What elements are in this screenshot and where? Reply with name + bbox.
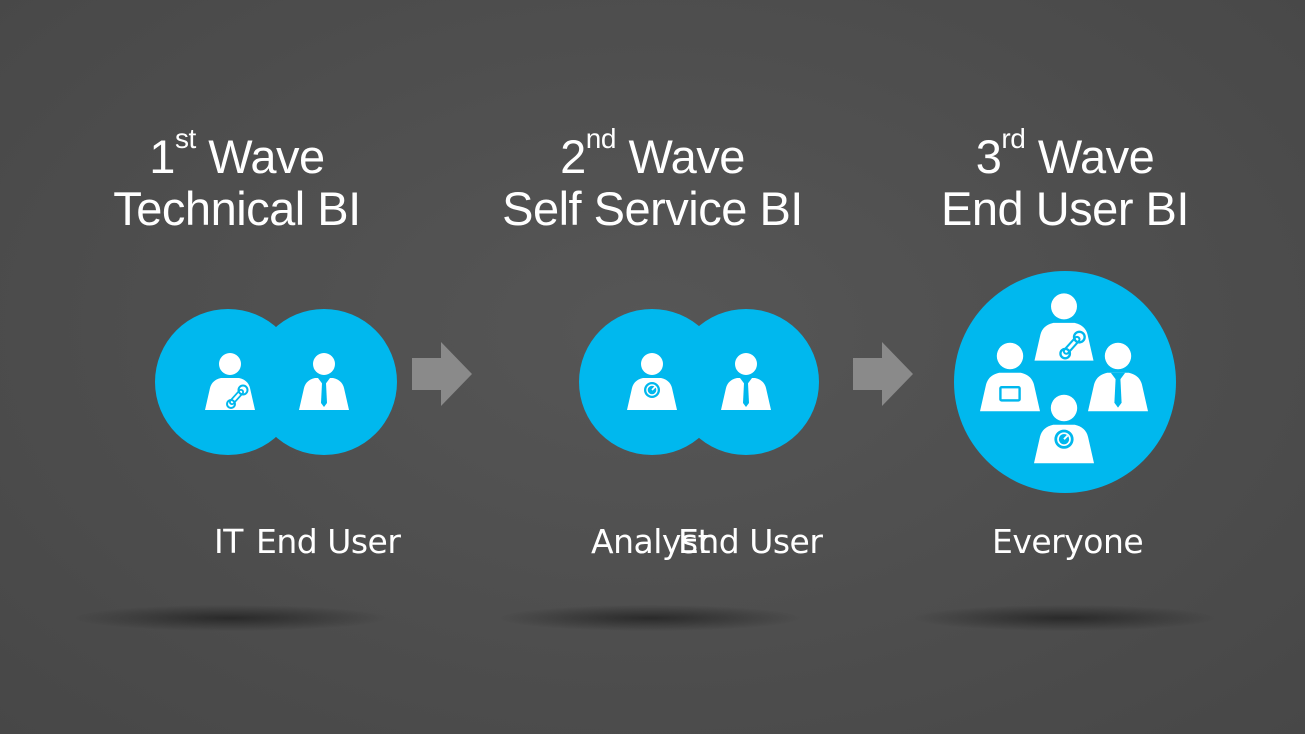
arrow-right-icon	[412, 342, 472, 406]
wave-2-subtitle: Self Service BI	[502, 182, 803, 235]
wave-3-group	[954, 271, 1176, 493]
wave-3-suffix: rd	[1001, 123, 1026, 154]
arrow-right-icon	[853, 342, 913, 406]
wave-1-venn	[155, 309, 397, 455]
wave-3-number: 3	[975, 130, 1002, 183]
wave-1-role-end-user: End User	[256, 522, 401, 561]
wave-2-number: 2	[560, 130, 586, 183]
wave-2-role-analyst: Analyst	[591, 522, 711, 561]
wave-2-title: 2nd Wave Self Service BI	[495, 125, 810, 235]
wave-3-circle	[954, 271, 1176, 493]
wave-1-role-it: IT	[214, 522, 243, 561]
wave-3-shadow	[915, 605, 1215, 631]
wave-3-role-everyone: Everyone	[992, 522, 1144, 561]
wave-3-subtitle: End User BI	[941, 182, 1189, 235]
wave-2-word: Wave	[628, 130, 745, 183]
wave-1-shadow	[75, 605, 385, 631]
wave-2-venn	[579, 309, 819, 455]
wave-3-title: 3rd Wave End User BI	[935, 125, 1195, 235]
wave-3-word: Wave	[1037, 130, 1155, 183]
wave-1-word: Wave	[208, 130, 325, 183]
wave-1-subtitle: Technical BI	[113, 182, 361, 235]
wave-1-number: 1	[149, 130, 175, 183]
wave-2-role-end-user: End User	[678, 522, 823, 561]
wave-1-title: 1st Wave Technical BI	[112, 125, 362, 235]
wave-2-shadow	[500, 605, 800, 631]
wave-1-suffix: st	[174, 123, 196, 154]
tablet-person-icon	[980, 342, 1040, 412]
wave-2-suffix: nd	[585, 123, 617, 154]
